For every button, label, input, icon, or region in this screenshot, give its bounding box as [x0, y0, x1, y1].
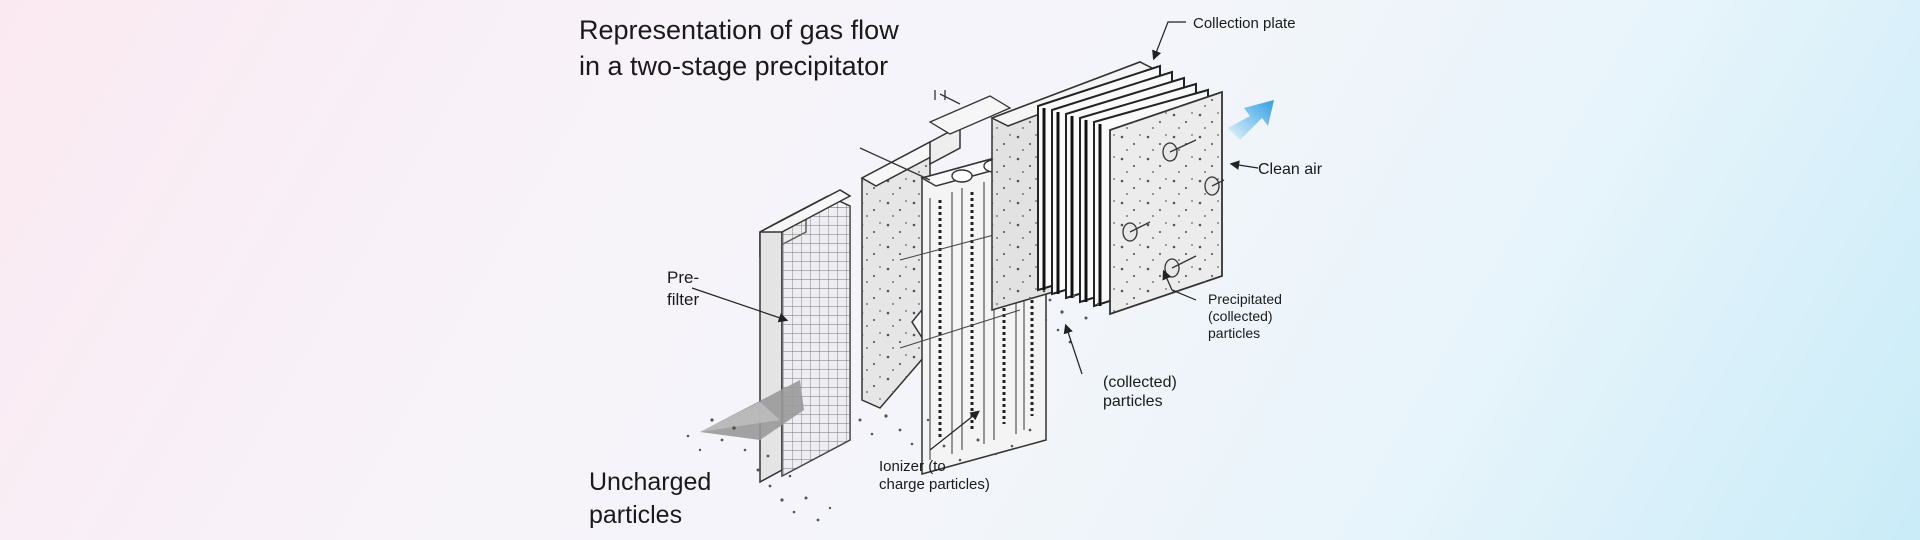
- label-ionizer: Ionizer (to charge particles): [879, 458, 990, 493]
- label-uncharged-particles: Uncharged particles: [589, 468, 712, 529]
- collection-plates: [990, 60, 1225, 316]
- leader-lines: [691, 21, 1259, 451]
- clean-air-arrow: [1228, 100, 1274, 140]
- label-precipitated-particles: Precipitated (collected) particles: [1208, 291, 1282, 341]
- pre-filter-panel: [759, 189, 852, 484]
- label-collection-plate: Collection plate: [1193, 15, 1296, 32]
- label-collected-particles: (collected) particles: [1103, 374, 1177, 411]
- particles: [686, 294, 1100, 522]
- top-connector: [928, 90, 1012, 135]
- label-pre-filter: Pre- filter: [667, 268, 700, 310]
- incoming-dust-cone: [700, 380, 804, 440]
- ionizer-housing: [860, 124, 961, 409]
- diagram-title: Representation of gas flow in a two-stag…: [579, 15, 899, 82]
- label-clean-air: Clean air: [1258, 161, 1323, 178]
